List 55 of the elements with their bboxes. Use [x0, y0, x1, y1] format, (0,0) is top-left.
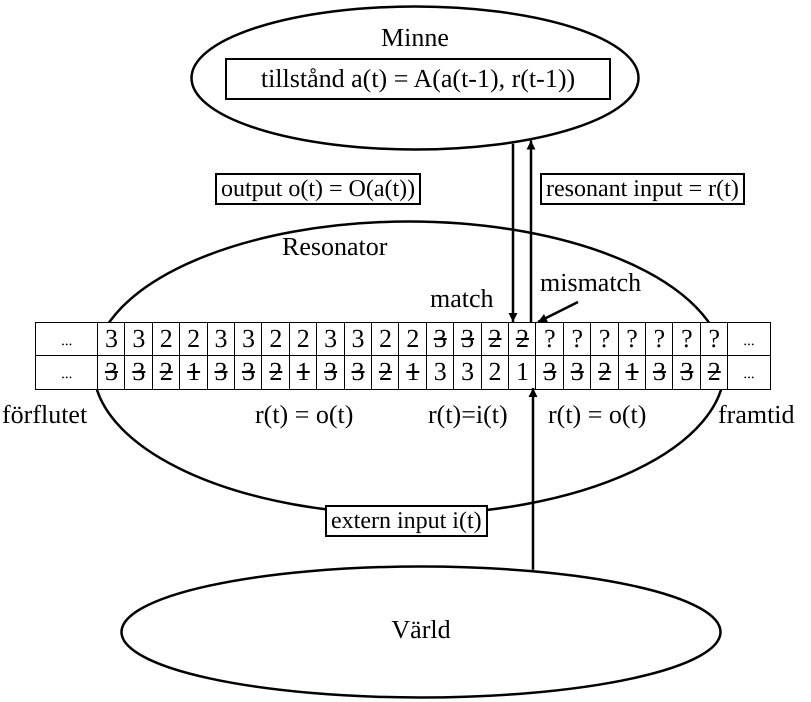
edge-label: resonant input = r(t) — [540, 173, 745, 205]
node-title: Minne — [380, 23, 450, 53]
tape-cell: ? — [590, 322, 620, 356]
arrow — [528, 388, 538, 570]
formula-text: r(t) = o(t) — [548, 400, 646, 430]
tape-cell: 1 — [179, 355, 208, 390]
tape-cell: ... — [35, 355, 98, 390]
tape-cell: 3 — [97, 355, 126, 390]
tape-cell: 1 — [288, 355, 318, 390]
tape-cell: 1 — [508, 355, 537, 390]
tape-cell: 2 — [179, 322, 208, 356]
tape-cell: 3 — [453, 322, 482, 356]
tape-table — [35, 322, 769, 388]
tape-cell: 3 — [672, 355, 702, 390]
node-title: Värld — [390, 615, 452, 645]
tape-cell: 2 — [152, 355, 181, 390]
tape-cell: ? — [672, 322, 702, 356]
tape-cell: 2 — [398, 322, 428, 356]
tape-cell: 3 — [316, 322, 346, 356]
tape-cell: 3 — [124, 322, 154, 356]
tape-cell: 1 — [618, 355, 646, 390]
arrow — [526, 140, 536, 322]
tape-cell: 3 — [645, 355, 674, 390]
tape-cell: 3 — [562, 355, 592, 390]
callout-text: mismatch — [540, 268, 665, 302]
annotation-text: match — [430, 284, 494, 314]
tape-cell: 3 — [206, 355, 236, 390]
tape-cell: 3 — [453, 355, 482, 390]
edge-label: extern input i(t) — [325, 505, 488, 537]
tape-cell: ? — [535, 322, 564, 356]
tape-cell: ... — [727, 322, 771, 356]
tape-cell: 2 — [480, 355, 510, 390]
tape-cell: 2 — [371, 355, 400, 390]
tape-cell: 3 — [426, 355, 455, 390]
tape-cell: ... — [35, 322, 98, 356]
arrow — [508, 144, 518, 322]
state-formula: tillstånd a(t) = A(a(t-1), r(t-1)) — [225, 58, 611, 100]
leader-line — [537, 300, 579, 324]
tape-cell: 3 — [344, 355, 372, 390]
annotation-text: förflutet — [2, 400, 88, 430]
tape-cell: 2 — [590, 355, 620, 390]
edge-label: output o(t) = O(a(t)) — [215, 173, 422, 205]
tape-cell: 3 — [316, 355, 346, 390]
formula-text: r(t) = o(t) — [255, 400, 354, 430]
annotation-text: framtid — [718, 400, 795, 430]
tape-cell: 3 — [124, 355, 154, 390]
formula-text: r(t)=i(t) — [428, 400, 508, 430]
tape-cell: 3 — [234, 355, 263, 390]
tape-cell: 2 — [261, 322, 290, 356]
tape-cell: ... — [727, 355, 771, 390]
tape-cell: 2 — [700, 355, 729, 390]
node-title: Resonator — [282, 232, 388, 262]
tape-cell: 3 — [535, 355, 564, 390]
tape-cell: 2 — [261, 355, 290, 390]
tape-cell: 1 — [398, 355, 428, 390]
